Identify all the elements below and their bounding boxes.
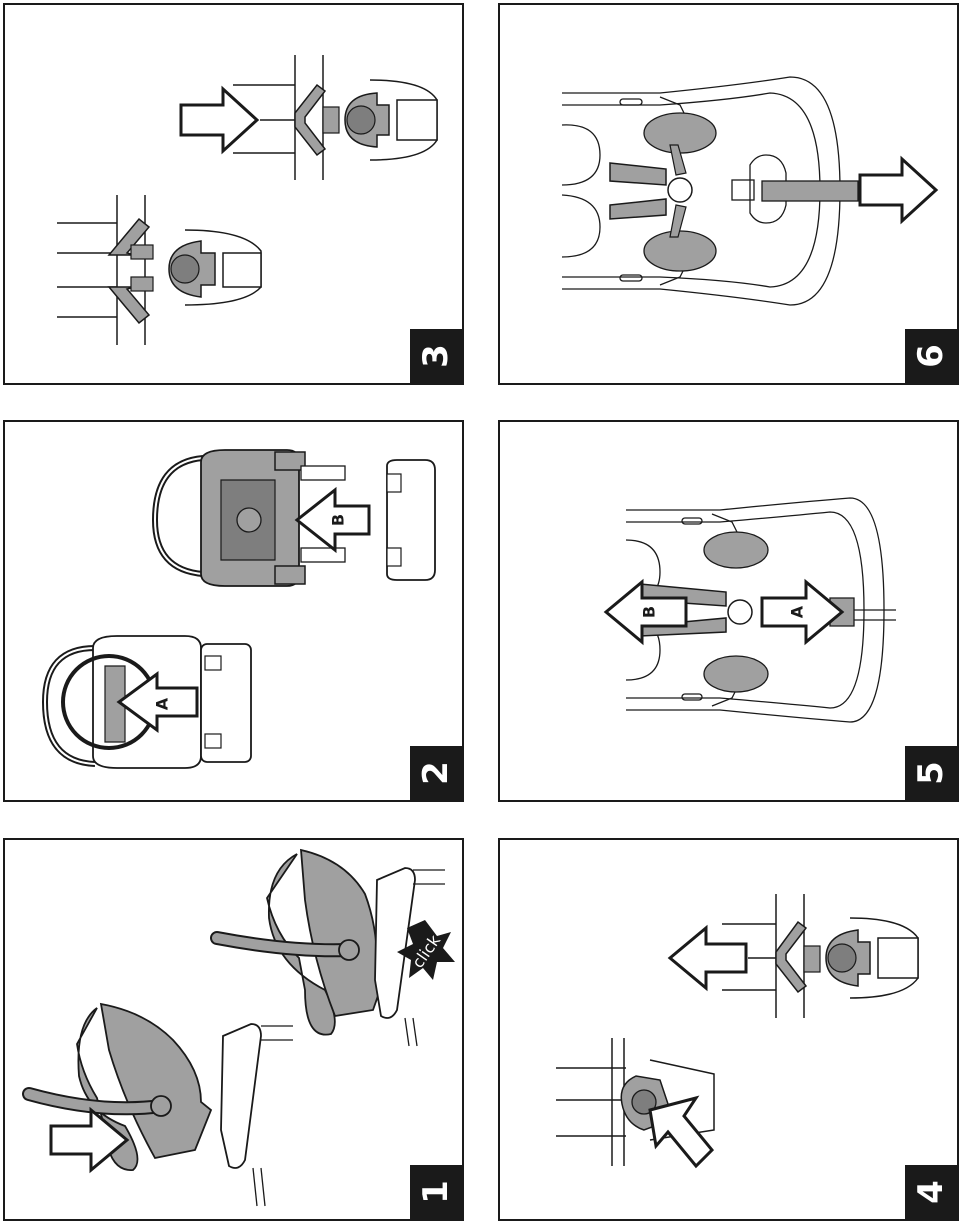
step-number: 1 [415,1180,456,1204]
arrow-left-icon [667,924,748,992]
step-2-illustration: B A [41,449,436,769]
panel-step-4: 4 [498,838,959,1221]
step-number-badge: 5 [905,746,957,800]
arrow-right-icon [179,85,260,155]
label-b: B [329,514,348,526]
step-number-badge: 1 [410,1165,462,1219]
step-number: 3 [415,344,456,368]
step-5-illustration: B A [603,497,896,723]
step-3-illustration [57,55,438,345]
panel-step-6: 6 [498,3,959,385]
step-number-badge: 4 [905,1165,957,1219]
step-6-illustration [561,76,939,306]
panel-step-1: click 1 [3,838,464,1221]
step-1-illustration: click [22,848,455,1207]
label-b: B [640,606,659,618]
panel-step-5: B A 5 [498,420,959,802]
label-a: A [153,697,172,710]
step-number: 4 [910,1180,951,1204]
label-a: A [788,605,807,618]
arrow-left-icon [603,578,688,646]
arrow-right-icon [49,1106,130,1174]
arrow-right-icon [858,155,939,225]
panel-step-3: 3 [3,3,464,385]
step-number-badge: 2 [410,746,462,800]
arrow-right-icon [760,578,845,646]
arrow-left-icon [116,671,199,733]
click-burst-shape [397,920,455,980]
panel-step-2: B A 2 [3,420,464,802]
step-4-illustration [556,894,919,1169]
step-number: 2 [415,761,456,785]
arrow-diagonal-icon [648,1095,715,1169]
step-number-badge: 3 [410,329,462,383]
step-number: 6 [910,344,951,368]
arrow-left-icon [294,486,371,554]
step-number: 5 [910,761,951,785]
v-connector-shape [294,83,327,157]
step-number-badge: 6 [905,329,957,383]
